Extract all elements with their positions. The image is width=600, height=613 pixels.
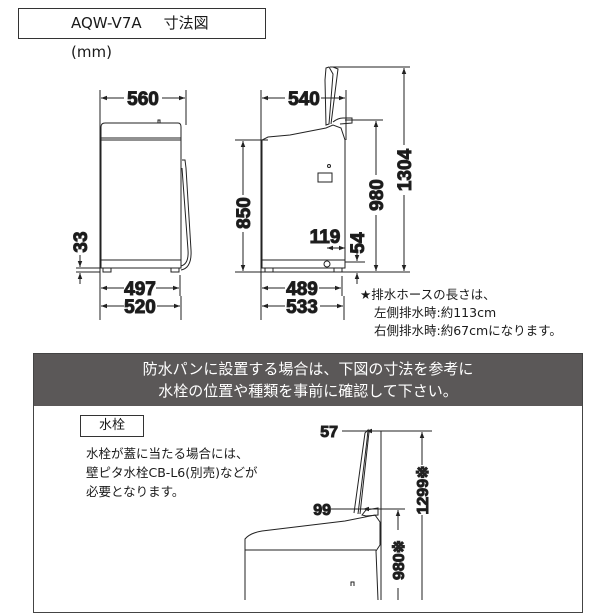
body-height-dim: 850 [234, 197, 255, 229]
faucet-note: 水栓が蓋に当たる場合には、 壁ピタ水栓CB-L6(別売)などが 必要となります。 [86, 444, 258, 501]
side-base-depth-dim: 533 [286, 297, 318, 318]
faucet-note-line-1: 水栓が蓋に当たる場合には、 [86, 446, 249, 461]
detail-hinge-height-dim: 980※ [391, 540, 408, 580]
waterproof-pan-panel: 防水パンに設置する場合は、下図の寸法を参考に 水栓の位置や種類を事前に確認して下… [33, 353, 583, 613]
drain-height-dim: 54 [348, 232, 369, 254]
faucet-label: 水栓 [80, 415, 144, 437]
front-view [76, 90, 192, 320]
dimension-drawing: 560 497 520 33 540 850 980 1304 119 54 4… [71, 66, 433, 600]
installation-banner: 防水パンに設置する場合は、下図の寸法を参考に 水栓の位置や種類を事前に確認して下… [34, 354, 582, 406]
note-line-1: ★排水ホースの長さは、 [360, 287, 496, 302]
note-line-2: 左側排水時:約113cm [374, 305, 497, 320]
front-base-width-dim: 520 [124, 297, 156, 318]
faucet-note-line-2: 壁ピタ水栓CB-L6(別売)などが [86, 465, 258, 480]
faucet-note-line-3: 必要となります。 [86, 484, 185, 499]
banner-line-1: 防水パンに設置する場合は、下図の寸法を参考に [142, 360, 474, 378]
banner-line-2: 水栓の位置や種類を事前に確認して下さい。 [158, 382, 458, 400]
lid-open-height-dim: 1304 [395, 148, 416, 191]
lid-offset-dim: 57 [320, 424, 338, 441]
drain-offset-dim: 119 [310, 227, 341, 248]
model-name: AQW-V7A [71, 14, 142, 32]
side-foot-span-dim: 489 [286, 279, 318, 300]
hinge-height-dim: 980 [367, 179, 388, 211]
side-depth-dim: 540 [288, 89, 320, 110]
title-label: 寸法図 (mm) [71, 14, 209, 61]
detail-lid-height-dim: 1299※ [415, 466, 432, 515]
detail-view [244, 428, 432, 600]
drain-hose-note: ★排水ホースの長さは、 左側排水時:約113cm 右側排水時:約67cmになりま… [360, 286, 562, 340]
front-foot-span-dim: 497 [124, 279, 156, 300]
note-line-3: 右側排水時:約67cmになります。 [374, 323, 562, 338]
hinge-offset-dim: 99 [313, 502, 331, 519]
foot-height-dim: 33 [71, 231, 92, 252]
front-width-dim: 560 [127, 89, 159, 110]
side-view [235, 66, 410, 320]
